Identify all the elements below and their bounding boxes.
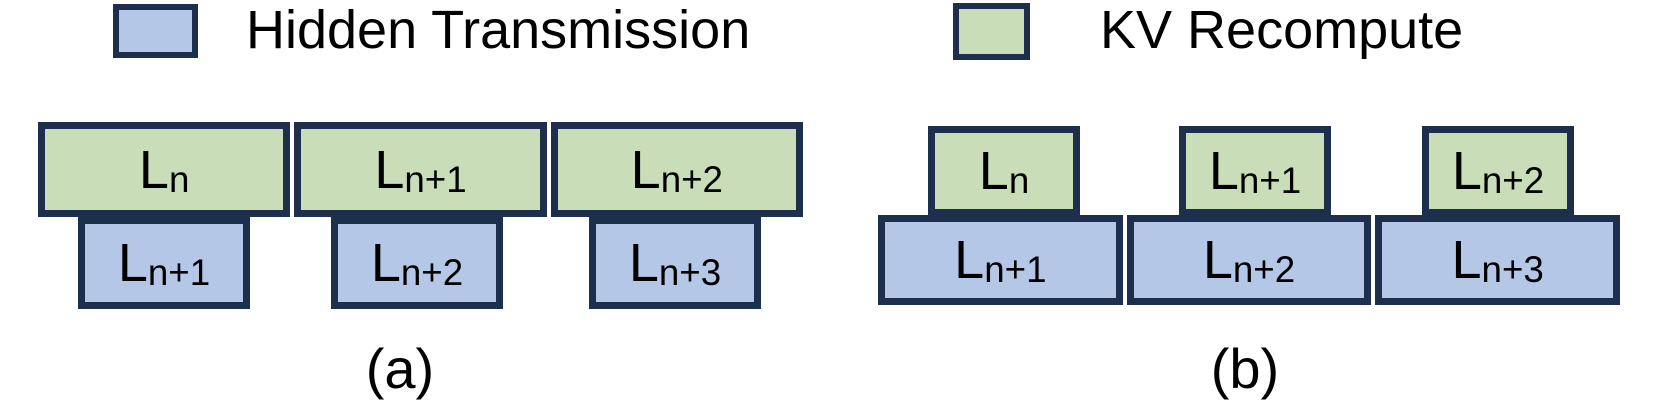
diagram-b-kv-block-1: Ln <box>928 126 1080 216</box>
block-label: Ln+2 <box>1202 230 1296 291</box>
kv-recompute-swatch <box>953 3 1030 60</box>
block-label: Ln+1 <box>117 233 211 294</box>
diagram-a-kv-row: Ln Ln+1 Ln+2 <box>38 122 803 217</box>
diagram-b-hidden-block-1: Ln+1 <box>878 215 1123 305</box>
diagram-a-hidden-block-3: Ln+3 <box>589 217 761 309</box>
kv-recompute-legend-label: KV Recompute <box>1100 0 1464 60</box>
hidden-transmission-legend-label: Hidden Transmission <box>246 0 751 60</box>
block-label: Ln+2 <box>1451 141 1545 202</box>
block-label: Ln+1 <box>374 139 467 200</box>
diagram-a-hidden-block-2: Ln+2 <box>331 217 503 309</box>
diagram-b-kv-block-2: Ln+1 <box>1179 126 1331 216</box>
block-label: Ln+2 <box>370 233 464 294</box>
diagram-a-kv-block-2: Ln+1 <box>294 122 547 217</box>
diagram-a-caption: (a) <box>365 337 435 400</box>
block-label: Ln+3 <box>1451 230 1544 291</box>
hidden-transmission-swatch <box>113 4 198 58</box>
diagram-b-hidden-block-3: Ln+3 <box>1375 215 1621 305</box>
diagram-b-kv-block-3: Ln+2 <box>1422 126 1574 216</box>
diagram-b-hidden-block-2: Ln+2 <box>1126 215 1372 305</box>
diagram-a-kv-block-1: Ln <box>38 122 291 217</box>
block-label: Ln+3 <box>628 233 722 294</box>
block-label: Ln+2 <box>630 139 723 200</box>
diagram-a-kv-block-3: Ln+2 <box>550 122 803 217</box>
diagram-b-hidden-row: Ln+1 Ln+2 Ln+3 <box>878 215 1621 305</box>
diagram-a-hidden-block-1: Ln+1 <box>78 217 250 309</box>
block-label: Ln <box>978 141 1030 202</box>
block-label: Ln <box>138 139 190 200</box>
block-label: Ln+1 <box>954 230 1047 291</box>
block-label: Ln+1 <box>1208 141 1302 202</box>
diagram-b-caption: (b) <box>1210 337 1280 400</box>
